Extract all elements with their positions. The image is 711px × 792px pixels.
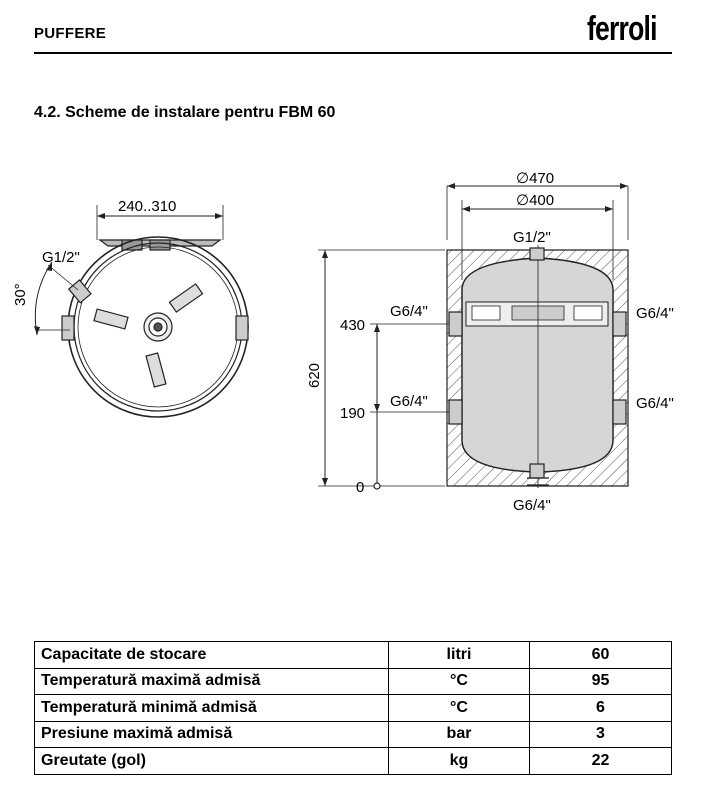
top-width-label: 240..310 [118, 198, 176, 215]
spec-value: 3 [529, 720, 672, 748]
table-row: Greutate (gol) kg 22 [34, 747, 672, 775]
spec-label: Capacitate de stocare [34, 641, 389, 669]
spec-unit: °C [388, 694, 530, 722]
spec-label: Presiune maximă admisă [34, 720, 389, 748]
section-heading: 4.2. Scheme de instalare pentru FBM 60 [34, 104, 336, 121]
specs-table: Capacitate de stocare litri 60 Temperatu… [34, 641, 672, 775]
table-row: Capacitate de stocare litri 60 [34, 641, 672, 669]
header-divider [34, 52, 672, 54]
height-190-label: 190 [340, 405, 365, 422]
spec-value: 95 [529, 667, 672, 695]
installation-drawing: 240..310 G1/2" 30° [12, 170, 674, 514]
spec-unit: litri [388, 641, 530, 669]
upper-right-connection-label: G6/4" [636, 305, 674, 322]
spec-value: 60 [529, 641, 672, 669]
page-header-title: PUFFERE [34, 25, 107, 42]
spec-label: Temperatură maximă admisă [34, 667, 389, 695]
spec-unit: kg [388, 747, 530, 775]
height-0-label: 0 [356, 479, 364, 496]
ferroli-logo: ferroli [587, 10, 657, 48]
outer-diameter-label: ∅470 [516, 170, 554, 187]
top-connection-label: G1/2" [42, 249, 80, 266]
height-620-label: 620 [306, 363, 323, 388]
inner-diameter-label: ∅400 [516, 192, 554, 209]
spec-label: Temperatură minimă admisă [34, 694, 389, 722]
top-connection-side-label: G1/2" [513, 229, 551, 246]
spec-label: Greutate (gol) [34, 747, 389, 775]
upper-left-connection-label: G6/4" [390, 303, 428, 320]
spec-unit: °C [388, 667, 530, 695]
spec-unit: bar [388, 720, 530, 748]
bottom-connection-label: G6/4" [513, 497, 551, 514]
lower-right-connection-label: G6/4" [636, 395, 674, 412]
table-row: Presiune maximă admisă bar 3 [34, 720, 672, 748]
top-view [34, 205, 249, 418]
angle-label: 30° [12, 283, 29, 306]
lower-left-connection-label: G6/4" [390, 393, 428, 410]
side-view [318, 183, 629, 490]
height-430-label: 430 [340, 317, 365, 334]
spec-value: 22 [529, 747, 672, 775]
table-row: Temperatură minimă admisă °C 6 [34, 694, 672, 722]
table-row: Temperatură maximă admisă °C 95 [34, 667, 672, 695]
spec-value: 6 [529, 694, 672, 722]
